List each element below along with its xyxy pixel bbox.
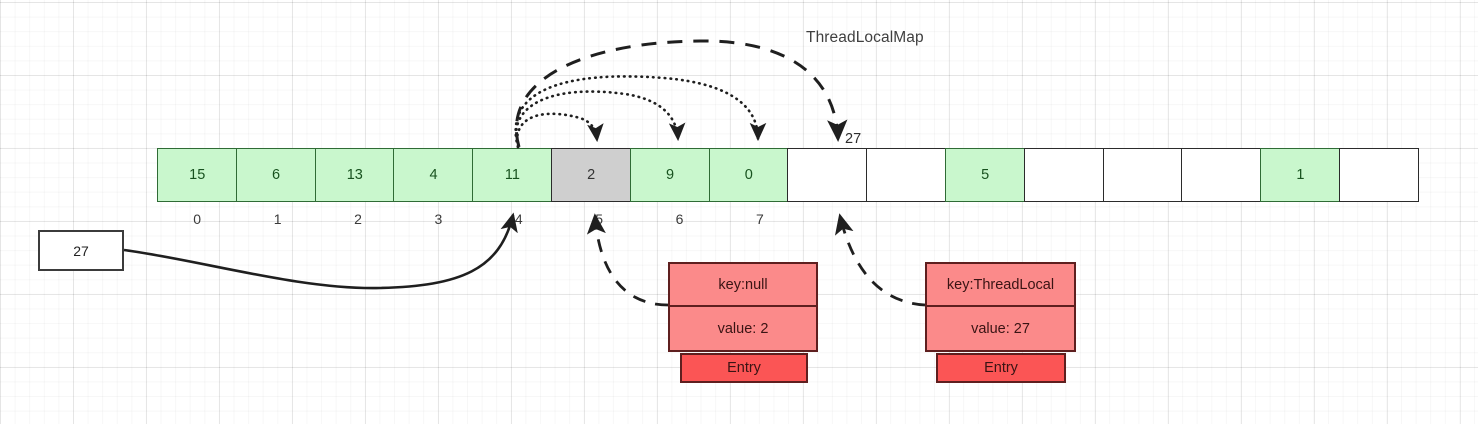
table-index-3: 3 xyxy=(434,211,443,227)
table-cell-12 xyxy=(1102,148,1183,202)
table-index-7: 7 xyxy=(756,211,764,227)
table-cell-5: 2 xyxy=(550,148,632,202)
table-cell-6: 9 xyxy=(629,148,711,202)
entry-type-label: Entry xyxy=(680,353,808,383)
table-cell-value: 13 xyxy=(346,167,363,183)
entry-key-row: key:ThreadLocal xyxy=(927,264,1074,307)
entry-value-row: value: 2 xyxy=(717,320,769,337)
table-cell-9 xyxy=(866,148,947,202)
table-index-1: 1 xyxy=(273,211,282,227)
table-cell-value: 0 xyxy=(744,167,753,183)
table-cell-13 xyxy=(1181,148,1262,202)
thread-local-value-text: 27 xyxy=(73,242,89,259)
entry-type-label: Entry xyxy=(936,353,1066,383)
table-index-labels: 0 1 2 3 4 5 6 7 xyxy=(157,211,800,233)
table-index-2: 2 xyxy=(354,211,362,227)
table-cell-value: 9 xyxy=(665,167,675,183)
table-cell-14: 1 xyxy=(1260,148,1341,202)
table-index-6: 6 xyxy=(675,211,684,227)
table-cell-1: 6 xyxy=(235,148,317,202)
table-index-4: 4 xyxy=(514,211,523,227)
thread-local-value-box: 27 xyxy=(38,230,124,271)
entry-node-new: key:ThreadLocal value: 27 Entry xyxy=(925,262,1076,383)
table-index-5: 5 xyxy=(595,211,604,227)
entry-key-value-box: key:ThreadLocal value: 27 xyxy=(925,262,1076,352)
entry-value-row: value: 27 xyxy=(971,320,1030,337)
entry-node-stale: key:null value: 2 Entry xyxy=(668,262,818,383)
table-cell-4: 11 xyxy=(472,148,553,202)
table-cell-15 xyxy=(1338,148,1420,202)
table-cell-11 xyxy=(1023,148,1105,202)
table-cell-0: 15 xyxy=(157,148,238,202)
table-cell-value: 2 xyxy=(587,167,596,183)
entry-key-value-box: key:null value: 2 xyxy=(668,262,818,352)
table-cell-7: 0 xyxy=(708,148,789,202)
table-index-0: 0 xyxy=(193,211,202,227)
entry-key-row: key:null xyxy=(670,264,816,307)
table-cell-value: 1 xyxy=(1296,167,1305,183)
table-cell-2: 13 xyxy=(314,148,395,202)
table-cell-8 xyxy=(787,148,868,202)
table-cell-3: 4 xyxy=(393,148,474,202)
table-cell-10: 5 xyxy=(944,148,1026,202)
table-cell-value: 15 xyxy=(189,167,206,183)
table-cell-value: 11 xyxy=(504,167,520,183)
bucket-value-label: 27 xyxy=(845,131,862,147)
table-cell-value: 6 xyxy=(271,167,281,183)
threadlocalmap-table: 15 6 13 4 11 2 9 0 5 1 xyxy=(157,148,1420,202)
page-title: ThreadLocalMap xyxy=(806,29,924,46)
table-cell-value: 4 xyxy=(429,167,438,183)
table-cell-value: 5 xyxy=(981,167,990,183)
